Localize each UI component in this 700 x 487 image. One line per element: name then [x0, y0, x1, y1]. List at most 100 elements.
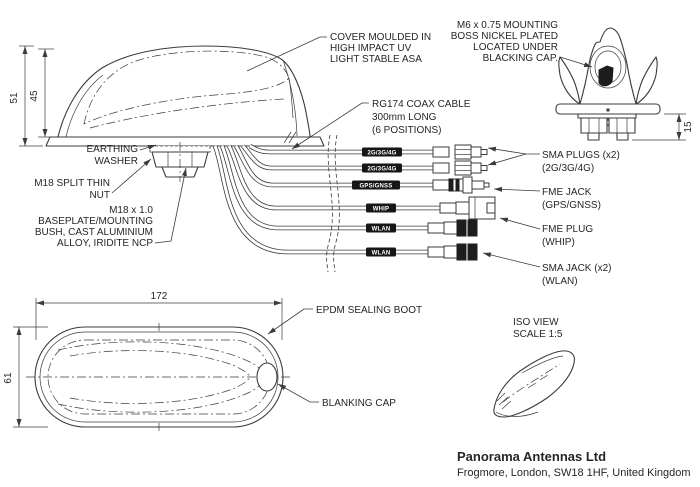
cable-tag-2: 2G/3G/4G — [362, 163, 402, 173]
iso-view-title: ISO VIEW — [513, 317, 559, 328]
callout-washer-line-2: WASHER — [94, 156, 138, 167]
right-wing — [635, 56, 658, 105]
callout-cover-line-3: LIGHT STABLE ASA — [330, 54, 422, 65]
cable-spout-line — [282, 59, 298, 137]
cable-gps-gnss — [234, 144, 490, 194]
callout-baseplate: M18 x 1.0 BASEPLATE/MOUNTING BUSH, CAST … — [35, 167, 187, 249]
callout-coax-line-2: 300mm LONG — [372, 112, 437, 123]
cable-tag-5: WLAN — [366, 223, 396, 233]
dim-45: 45 — [29, 48, 54, 138]
sma-plug-connector — [454, 160, 472, 176]
base-plate — [45, 136, 325, 147]
callout-boss-line-2: BOSS NICKEL PLATED — [451, 31, 558, 42]
hex-nut-right — [608, 117, 636, 134]
callout-boss-line-3: LOCATED UNDER — [473, 42, 558, 53]
callout-nut-line-2: NUT — [89, 190, 110, 201]
callout-baseplate-line-1: M18 x 1.0 — [109, 205, 153, 216]
top-view: 172 61 — [3, 291, 292, 431]
front-view: 15 — [555, 27, 694, 141]
radome-shell-line — [65, 74, 104, 138]
cable-tag-label: WLAN — [372, 250, 391, 256]
callout-baseplate-line-3: BUSH, CAST ALUMINIUM — [35, 227, 153, 238]
front-washer — [577, 113, 637, 119]
callout-cover-line-2: HIGH IMPACT UV — [330, 43, 412, 54]
left-wing — [558, 56, 581, 105]
callout-boss-line-1: M6 x 0.75 MOUNTING — [457, 20, 558, 31]
side-view: 51 45 — [9, 45, 325, 182]
cable-tag-label: 2G/3G/4G — [368, 150, 397, 156]
callout-baseplate-line-2: BASEPLATE/MOUNTING — [38, 216, 153, 227]
callout-sma-plugs-line-1: SMA PLUGS (x2) — [542, 150, 620, 161]
footer: Panorama Antennas Ltd Frogmore, London, … — [457, 449, 691, 479]
callout-nut-line-1: M18 SPLIT THIN — [34, 178, 110, 189]
dim-15: 15 — [632, 113, 694, 141]
dim-51-label: 51 — [9, 92, 20, 104]
callout-baseplate-line-4: ALLOY, IRIDITE NCP — [57, 238, 153, 249]
callout-sma-plugs: SMA PLUGS (x2) (2G/3G/4G) — [487, 146, 620, 174]
radome-parting-line — [83, 50, 290, 125]
callout-sma-jack: SMA JACK (x2) (WLAN) — [482, 252, 611, 287]
sma-jack-connector — [456, 243, 467, 261]
break-lines — [283, 131, 340, 273]
callout-split-nut: M18 SPLIT THIN NUT — [34, 158, 152, 201]
callout-epdm: EPDM SEALING BOOT — [267, 305, 422, 335]
boss-recess-outer — [589, 45, 627, 89]
footprint-outline — [34, 326, 284, 428]
callout-fme-plug-line-2: (WHIP) — [542, 237, 575, 248]
radome-lower-contour — [89, 98, 285, 129]
callout-sma-plugs-line-2: (2G/3G/4G) — [542, 163, 594, 174]
radome-right-detail — [288, 77, 294, 119]
callout-cover: COVER MOULDED IN HIGH IMPACT UV LIGHT ST… — [246, 32, 431, 72]
callout-blanking-label: BLANKING CAP — [322, 398, 396, 409]
callout-coax-line-1: RG174 COAX CABLE — [372, 99, 471, 110]
cable-tag-6: WLAN — [366, 247, 396, 257]
cable-tag-1: 2G/3G/4G — [362, 147, 402, 157]
callout-fme-jack-line-1: FME JACK — [542, 187, 592, 198]
callout-fme-plug: FME PLUG (WHIP) — [499, 217, 593, 248]
cable-2g3g4g-2 — [241, 144, 488, 176]
cable-tag-4: WHIP — [366, 203, 396, 213]
callout-fme-jack-line-2: (GPS/GNSS) — [542, 200, 601, 211]
m6-mounting-boss — [598, 65, 614, 87]
cable-tag-label: WHIP — [373, 206, 389, 212]
cable-tag-label: WLAN — [372, 226, 391, 232]
dim-172: 172 — [35, 291, 283, 340]
callout-sma-jack-line-1: SMA JACK (x2) — [542, 263, 611, 274]
cable-2g3g4g-1 — [248, 144, 488, 160]
callout-earthing-washer: EARTHING WASHER — [87, 144, 157, 167]
callout-coax: RG174 COAX CABLE 300mm LONG (6 POSITIONS… — [291, 99, 471, 150]
callout-blanking-cap: BLANKING CAP — [277, 383, 396, 409]
callout-fme-jack: FME JACK (GPS/GNSS) — [493, 186, 601, 211]
hex-nut-left — [580, 117, 608, 134]
callout-fme-plug-line-1: FME PLUG — [542, 224, 593, 235]
cable-assembly: 2G/3G/4G 2G/3G/4G GPS/GNSS WHIP WLAN WLA… — [212, 131, 496, 273]
company-name: Panorama Antennas Ltd — [457, 449, 606, 464]
cable-whip — [226, 144, 496, 220]
iso-fin-outline — [493, 350, 575, 418]
stud-left — [587, 132, 600, 141]
dim-61: 61 — [3, 326, 48, 428]
dim-45-label: 45 — [29, 90, 40, 102]
stud-right — [616, 132, 629, 141]
callout-coax-line-3: (6 POSITIONS) — [372, 125, 441, 136]
blanking-cap-part — [256, 362, 278, 392]
mounting-assembly — [149, 142, 211, 182]
radome-outline — [57, 45, 311, 138]
cable-tag-label: GPS/GNSS — [360, 183, 393, 189]
cable-wlan-2 — [212, 145, 478, 261]
callout-boss-line-4: BLACKING CAP. — [483, 53, 558, 64]
sma-plug-connector — [454, 144, 472, 160]
cable-wlan-1 — [219, 145, 478, 237]
cable-tag-3: GPS/GNSS — [352, 180, 400, 190]
iso-view-scale: SCALE 1:5 — [513, 329, 563, 340]
callout-sma-jack-line-2: (WLAN) — [542, 276, 578, 287]
callout-washer-line-1: EARTHING — [87, 144, 139, 155]
iso-view: ISO VIEW SCALE 1:5 — [493, 317, 575, 418]
cable-tag-label: 2G/3G/4G — [368, 166, 397, 172]
callout-epdm-label: EPDM SEALING BOOT — [316, 305, 422, 316]
company-address: Frogmore, London, SW18 1HF, United Kingd… — [457, 467, 691, 479]
callout-mounting-boss: M6 x 0.75 MOUNTING BOSS NICKEL PLATED LO… — [451, 20, 593, 68]
dim-51: 51 — [9, 45, 43, 147]
